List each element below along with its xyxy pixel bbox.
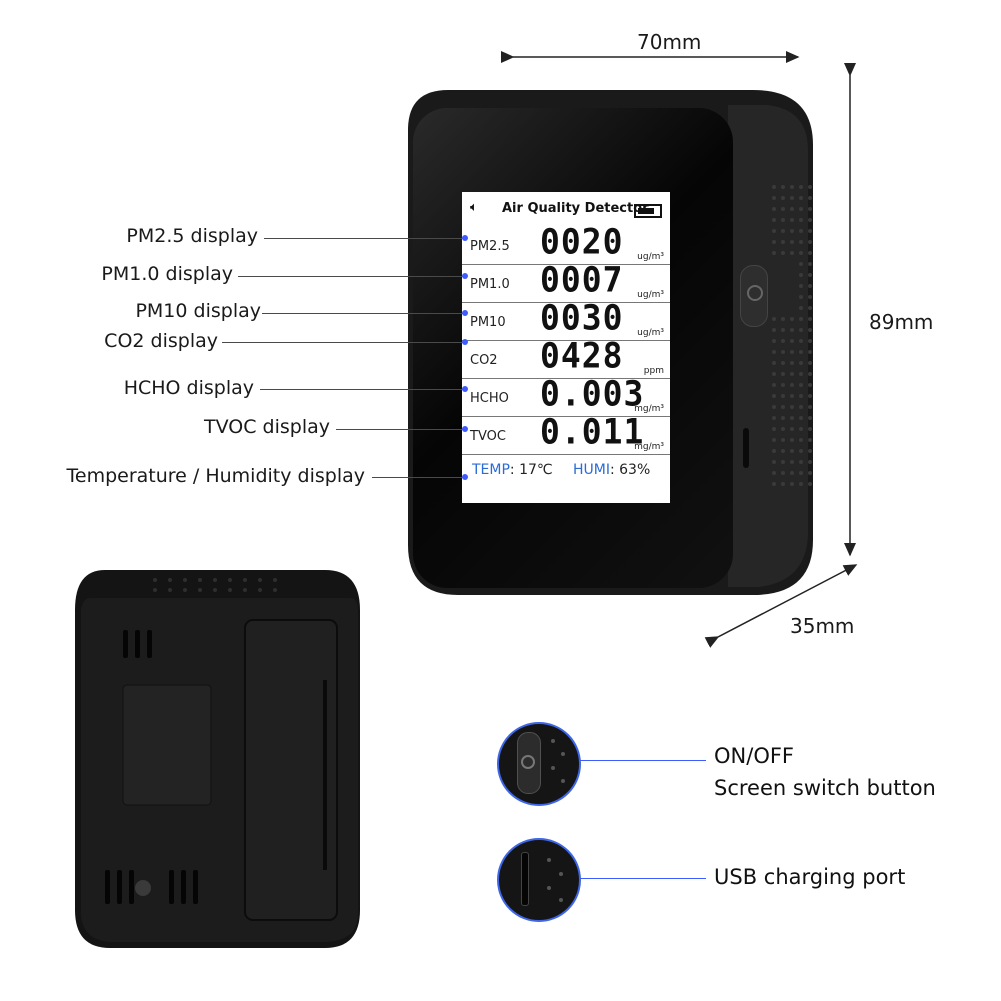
lcd-row-tvoc: TVOC 0.011 mg/m³ xyxy=(462,411,670,455)
label-pm10-1: PM1.0 display xyxy=(101,263,233,285)
label-temp-humi: Temperature / Humidity display xyxy=(66,465,366,487)
lcd-row-pm10-1: PM1.0 0007 ug/m³ xyxy=(462,259,670,303)
lcd-row-co2: CO2 0428 ppm xyxy=(462,335,670,379)
temp-readout: TEMP: 17℃ xyxy=(472,462,553,478)
lcd-row-pm10: PM10 0030 ug/m³ xyxy=(462,297,670,341)
dot-pm25 xyxy=(462,235,468,241)
power-icon xyxy=(521,755,535,769)
dot-hcho xyxy=(462,386,468,392)
label-pm25: PM2.5 display xyxy=(126,225,258,247)
power-button[interactable] xyxy=(740,265,768,327)
lcd-row-hcho: HCHO 0.003 mg/m³ xyxy=(462,373,670,417)
power-icon xyxy=(747,285,763,301)
label-hcho: HCHO display xyxy=(123,377,254,399)
lcd-row-pm25: PM2.5 0020 ug/m³ xyxy=(462,221,670,265)
dot-pm10 xyxy=(462,310,468,316)
height-label: 89mm xyxy=(869,310,934,334)
device-back xyxy=(75,570,360,948)
humi-readout: HUMI: 63% xyxy=(573,462,651,478)
dot-co2 xyxy=(462,339,468,345)
dot-temp-humi xyxy=(462,474,468,480)
battery-icon xyxy=(634,204,662,218)
speaker-icon: 🔈︎ xyxy=(470,200,478,215)
dot-pm10-1 xyxy=(462,273,468,279)
usb-callout: USB charging port xyxy=(714,865,906,889)
dot-tvoc xyxy=(462,426,468,432)
label-tvoc: TVOC display xyxy=(204,416,330,438)
button-callout-line2: Screen switch button xyxy=(714,776,936,800)
label-pm10: PM10 display xyxy=(135,300,261,322)
lcd-screen: 🔈︎ Air Quality Detector PM2.5 0020 ug/m³… xyxy=(462,192,670,503)
button-zoom xyxy=(497,722,581,806)
label-co2: CO2 display xyxy=(104,330,218,352)
depth-label: 35mm xyxy=(790,614,855,638)
usb-port xyxy=(743,428,749,468)
usb-zoom xyxy=(497,838,581,922)
width-label: 70mm xyxy=(637,30,702,54)
button-callout-line1: ON/OFF xyxy=(714,744,795,768)
screen-title: Air Quality Detector xyxy=(502,201,649,216)
depth-arrow xyxy=(704,564,858,648)
